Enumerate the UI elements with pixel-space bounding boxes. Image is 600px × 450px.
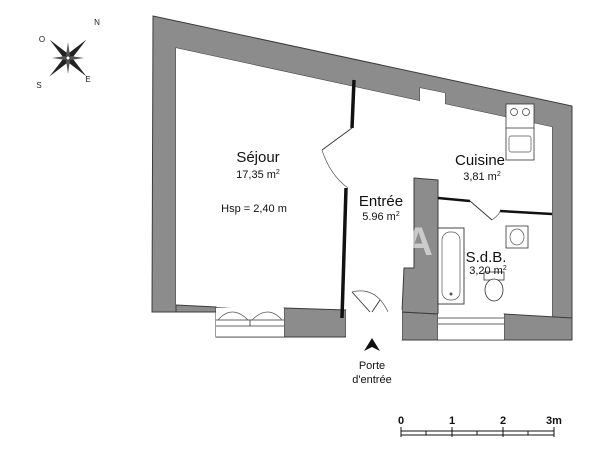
- compass-rose: N E S O: [36, 18, 100, 90]
- scale-bar: 0 1 2 3m: [398, 415, 562, 437]
- entree-area: 5.96 m2: [362, 211, 400, 223]
- sejour-name: Séjour: [236, 149, 279, 166]
- sdb-area: 3,20 m2: [469, 265, 507, 277]
- sejour-height: Hsp = 2,40 m: [221, 203, 287, 215]
- partition-cuisine-sdb: [437, 196, 471, 203]
- scale-tick-1: 1: [449, 415, 455, 427]
- compass-n: N: [94, 18, 100, 27]
- washbasin: [505, 225, 529, 249]
- sdb-door: [469, 200, 501, 221]
- partition-sejour-entree: [350, 79, 356, 129]
- entrance-arrow-icon: [364, 338, 380, 351]
- sdb-name: S.d.B.: [466, 249, 507, 266]
- compass-s: S: [36, 81, 41, 90]
- scale-tick-3: 3m: [546, 415, 562, 427]
- entrance-door: [346, 290, 402, 340]
- sejour-door: [321, 127, 353, 189]
- scale-tick-2: 2: [500, 415, 506, 427]
- compass-e: E: [85, 75, 90, 84]
- cuisine-area: 3,81 m2: [463, 171, 501, 183]
- sejour-area: 17,35 m2: [236, 169, 280, 181]
- entree-name: Entrée: [359, 193, 403, 210]
- entrance-label-line1: Porte: [359, 360, 385, 372]
- cuisine-name: Cuisine: [455, 152, 505, 169]
- sejour-window: [216, 308, 284, 338]
- toilet: [483, 271, 505, 302]
- bathtub: [437, 227, 465, 305]
- kitchen-unit: [505, 103, 535, 161]
- watermark: A: [404, 220, 433, 264]
- scale-tick-0: 0: [398, 415, 404, 427]
- entrance-label-line2: d'entrée: [352, 374, 391, 386]
- compass-o: O: [39, 35, 45, 44]
- sdb-window: [438, 314, 504, 341]
